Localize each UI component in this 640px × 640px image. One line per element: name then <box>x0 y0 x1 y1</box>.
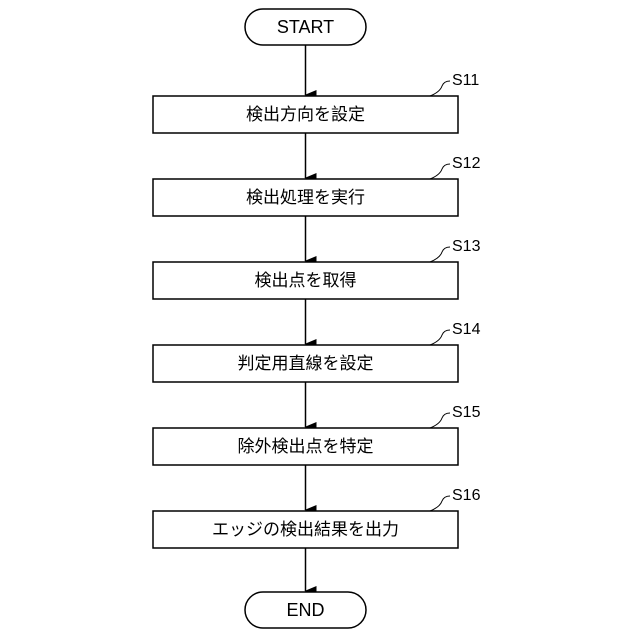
step-label-leader <box>430 413 450 428</box>
step-text: 検出処理を実行 <box>246 188 365 208</box>
process-steps: 検出方向を設定 S11 検出処理を実行 S12 検出点を取得 S13 判定用直線を設定 S14… <box>153 72 481 548</box>
end-label: END <box>286 600 324 620</box>
step-text: 判定用直線を設定 <box>238 354 374 374</box>
step-label-leader <box>430 164 450 179</box>
process-step: 除外検出点を特定 S15 <box>153 404 481 465</box>
process-step: エッジの検出結果を出力 S16 <box>153 487 481 548</box>
end-terminal: END <box>245 592 366 628</box>
start-terminal: START <box>245 9 366 45</box>
process-step: 検出点を取得 S13 <box>153 238 481 299</box>
step-id-label: S11 <box>452 72 479 89</box>
step-text: 検出方向を設定 <box>246 105 365 125</box>
step-id-label: S16 <box>452 487 481 504</box>
step-label-leader <box>430 496 450 511</box>
step-id-label: S13 <box>452 238 481 255</box>
start-label: START <box>277 17 334 37</box>
process-step: 検出処理を実行 S12 <box>153 155 481 216</box>
step-id-label: S12 <box>452 155 481 172</box>
step-label-leader <box>430 81 450 96</box>
step-id-label: S14 <box>452 321 481 338</box>
process-step: 判定用直線を設定 S14 <box>153 321 481 382</box>
step-text: 検出点を取得 <box>255 271 357 291</box>
step-label-leader <box>430 247 450 262</box>
step-id-label: S15 <box>452 404 481 421</box>
step-text: 除外検出点を特定 <box>238 437 374 457</box>
step-label-leader <box>430 330 450 345</box>
process-step: 検出方向を設定 S11 <box>153 72 479 133</box>
step-text: エッジの検出結果を出力 <box>212 520 399 540</box>
